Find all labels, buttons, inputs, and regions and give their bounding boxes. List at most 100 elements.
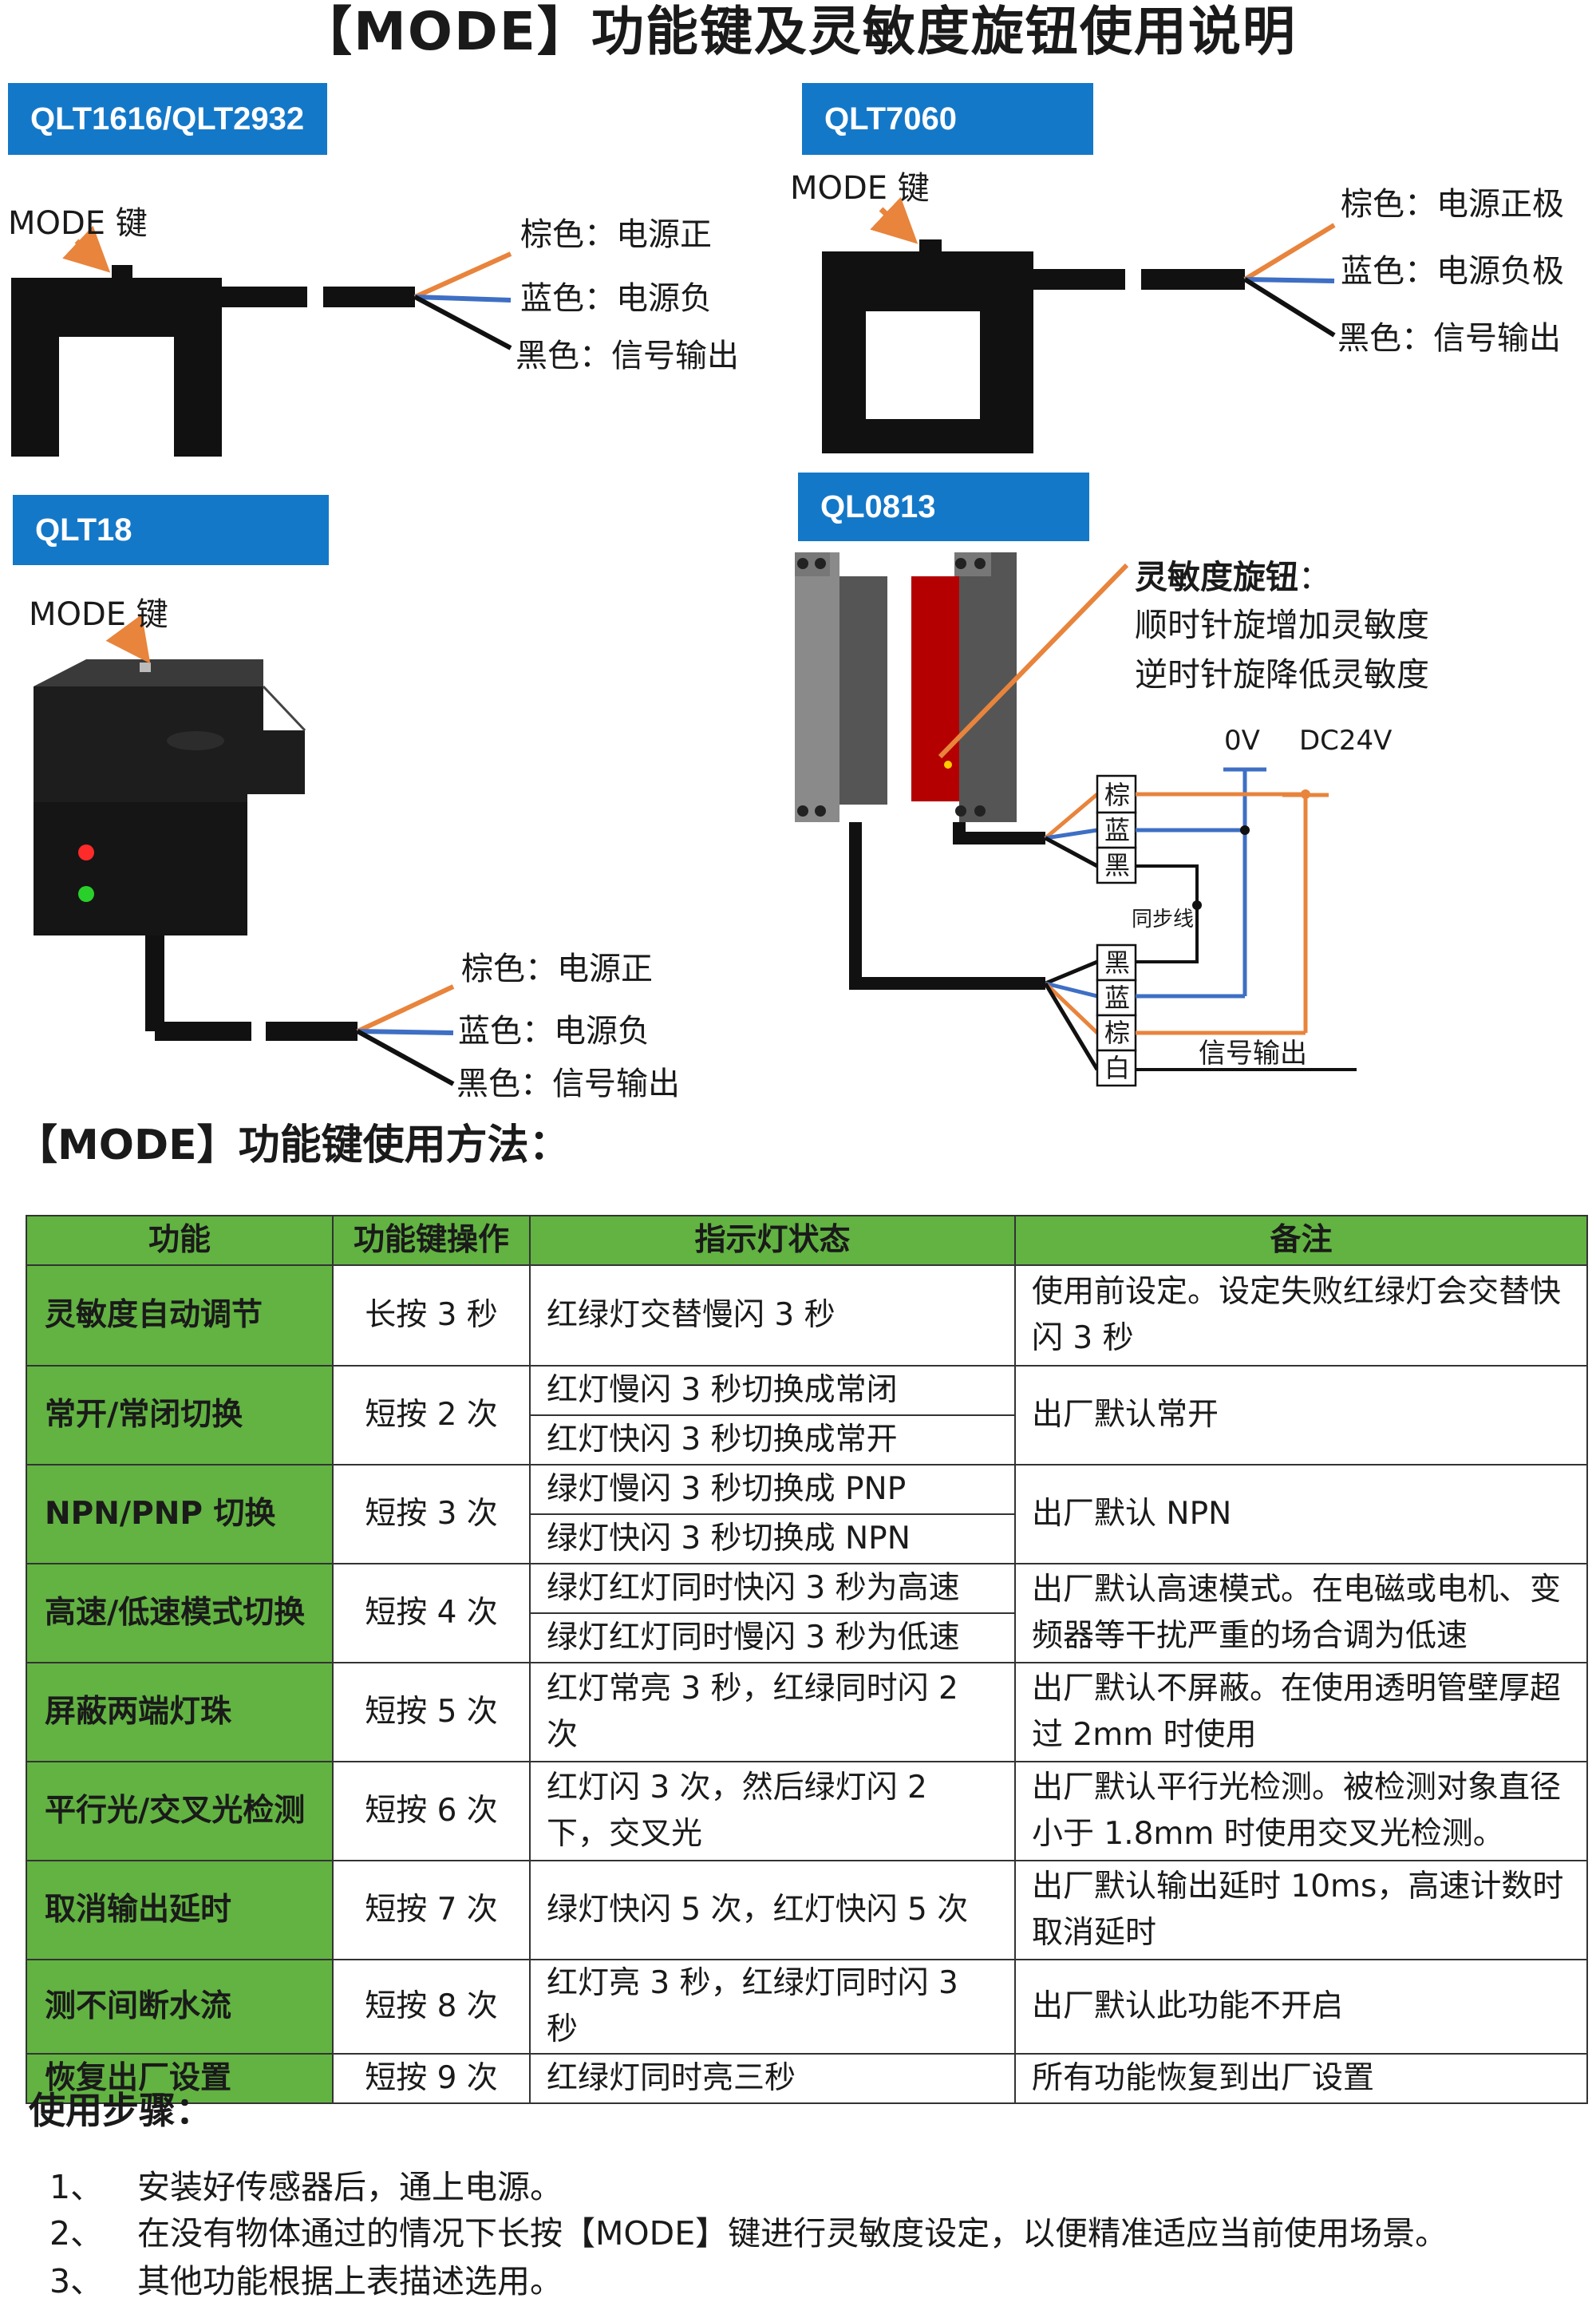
cell-indicator: 绿灯慢闪 3 秒切换成 PNP (529, 1464, 1016, 1515)
cell-indicator: 绿灯快闪 3 秒切换成 NPN (529, 1513, 1016, 1564)
step-item: 2、在没有物体通过的情况下长按【MODE】键进行灵敏度设定，以便精准适应当前使用… (49, 2211, 1448, 2256)
step-text: 在没有物体通过的情况下长按【MODE】键进行灵敏度设定，以便精准适应当前使用场景… (137, 2214, 1448, 2253)
cell-indicator: 绿灯快闪 5 次，红灯快闪 5 次 (529, 1860, 1016, 1960)
cell-indicator: 红灯快闪 3 秒切换成常开 (529, 1414, 1016, 1465)
sync-line-label: 同步线 (1132, 908, 1195, 931)
signal-output-label: 信号输出 (1199, 1038, 1307, 1070)
cell-function: 恢复出厂设置 (26, 2053, 334, 2104)
cell-operation: 短按 7 次 (332, 1860, 531, 1960)
model-tag-qlt1616: QLT1616/QLT2932 (8, 83, 327, 155)
sensitivity-knob-title: 灵敏度旋钮： (1135, 552, 1331, 602)
sensor-diagrams (11, 196, 1357, 1087)
qlt7060-mode-key-label: MODE 键 (790, 170, 930, 207)
cell-indicator: 红灯常亮 3 秒，红绿同时闪 2 次 (529, 1662, 1016, 1762)
table-row: NPN/PNP 切换 短按 3 次 绿灯慢闪 3 秒切换成 PNP 出厂默认 N… (26, 1464, 1588, 1564)
cell-indicator: 红灯慢闪 3 秒切换成常闭 (529, 1365, 1016, 1416)
cell-note: 出厂默认输出延时 10ms，高速计数时取消延时 (1014, 1860, 1588, 1960)
model-tag-ql0813: QL0813 (798, 473, 1089, 541)
cell-note: 所有功能恢复到出厂设置 (1014, 2053, 1588, 2104)
cell-operation: 短按 2 次 (332, 1365, 531, 1465)
cell-note: 出厂默认不屏蔽。在使用透明管壁厚超过 2mm 时使用 (1014, 1662, 1588, 1762)
table-row: 平行光/交叉光检测 短按 6 次 红灯闪 3 次，然后绿灯闪 2 下，交叉光 出… (26, 1761, 1588, 1861)
mode-function-table: 功能 功能键操作 指示灯状态 备注 灵敏度自动调节 长按 3 秒 红绿灯交替慢闪… (26, 1215, 1588, 2104)
cell-indicator: 红灯闪 3 次，然后绿灯闪 2 下，交叉光 (529, 1761, 1016, 1861)
cell-operation: 短按 8 次 (332, 1959, 531, 2055)
terminal-bottom-blue: 蓝 (1104, 983, 1130, 1013)
table-row: 绿灯红灯同时慢闪 3 秒为低速 (26, 1612, 1587, 1663)
qlt7060-wire-blue-label: 蓝色：电源负极 (1341, 253, 1564, 290)
cell-note: 使用前设定。设定失败红绿灯会交替快闪 3 秒 (1014, 1264, 1588, 1367)
model-tag-qlt7060: QLT7060 (802, 83, 1093, 155)
model-tag-qlt18: QLT18 (13, 495, 329, 565)
qlt1616-wire-black-label: 黑色：信号输出 (516, 338, 739, 374)
cell-operation: 短按 5 次 (332, 1662, 531, 1762)
cell-function: 取消输出延时 (26, 1860, 334, 1960)
table-row: 屏蔽两端灯珠 短按 5 次 红灯常亮 3 秒，红绿同时闪 2 次 出厂默认不屏蔽… (26, 1662, 1588, 1762)
header-function: 功能 (26, 1215, 334, 1266)
cell-note: 出厂默认平行光检测。被检测对象直径小于 1.8mm 时使用交叉光检测。 (1014, 1761, 1588, 1861)
cell-operation: 短按 3 次 (332, 1464, 531, 1564)
terminal-bottom-white: 白 (1104, 1053, 1130, 1083)
cell-function: 屏蔽两端灯珠 (26, 1662, 334, 1762)
qlt7060-sensor-drawing (822, 196, 1336, 453)
cell-indicator: 红绿灯交替慢闪 3 秒 (529, 1264, 1016, 1367)
cell-indicator: 红灯亮 3 秒，红绿灯同时闪 3 秒 (529, 1959, 1016, 2055)
table-row: 红灯快闪 3 秒切换成常开 (26, 1414, 1587, 1465)
cell-indicator: 绿灯红灯同时快闪 3 秒为高速 (529, 1563, 1016, 1614)
table-row: 灵敏度自动调节 长按 3 秒 红绿灯交替慢闪 3 秒 使用前设定。设定失败红绿灯… (26, 1264, 1588, 1367)
step-number: 1、 (49, 2168, 104, 2206)
qlt7060-wire-brown-label: 棕色：电源正极 (1341, 186, 1564, 223)
qlt18-sensor-drawing (34, 614, 455, 1086)
cell-function: 高速/低速模式切换 (26, 1563, 334, 1663)
cell-operation: 短按 6 次 (332, 1761, 531, 1861)
sensitivity-knob-title-text: 灵敏度旋钮 (1135, 558, 1298, 596)
terminal-bottom-brown: 棕 (1104, 1018, 1130, 1048)
terminal-top-black: 黑 (1104, 850, 1130, 880)
table-header-row: 功能 功能键操作 指示灯状态 备注 (26, 1215, 1588, 1266)
cell-operation: 长按 3 秒 (332, 1264, 531, 1367)
qlt1616-sensor-drawing (11, 225, 512, 457)
knob-clockwise-text: 顺时针旋增加灵敏度 (1135, 606, 1429, 644)
cell-note: 出厂默认 NPN (1014, 1464, 1588, 1564)
dc24v-label: DC24V (1299, 725, 1393, 757)
cell-function: 平行光/交叉光检测 (26, 1761, 334, 1861)
table-row: 测不间断水流 短按 8 次 红灯亮 3 秒，红绿灯同时闪 3 秒 出厂默认此功能… (26, 1959, 1588, 2055)
header-note: 备注 (1014, 1215, 1588, 1266)
step-item: 3、其他功能根据上表描述选用。 (49, 2259, 563, 2304)
steps-heading: 使用步骤： (29, 2089, 212, 2132)
step-item: 1、安装好传感器后，通上电源。 (49, 2165, 563, 2209)
header-indicator: 指示灯状态 (529, 1215, 1016, 1266)
qlt18-wire-brown-label: 棕色：电源正 (461, 951, 653, 987)
table-row: 绿灯快闪 3 秒切换成 NPN (26, 1513, 1587, 1564)
page-title: 【MODE】功能键及灵敏度旋钮使用说明 (299, 1, 1297, 62)
cell-note: 出厂默认常开 (1014, 1365, 1588, 1465)
qlt1616-wire-brown-label: 棕色：电源正 (520, 216, 712, 253)
cell-operation: 短按 4 次 (332, 1563, 531, 1663)
table-row: 恢复出厂设置 短按 9 次 红绿灯同时亮三秒 所有功能恢复到出厂设置 (26, 2053, 1588, 2104)
step-text: 其他功能根据上表描述选用。 (137, 2262, 563, 2300)
qlt18-wire-blue-label: 蓝色：电源负 (458, 1013, 650, 1050)
qlt1616-mode-key-label: MODE 键 (8, 205, 148, 242)
sensitivity-knob-colon: ： (1298, 558, 1331, 596)
qlt7060-wire-black-label: 黑色：信号输出 (1337, 320, 1561, 357)
terminal-top-brown: 棕 (1104, 780, 1130, 810)
cell-function: 常开/常闭切换 (26, 1365, 334, 1465)
header-operation: 功能键操作 (332, 1215, 531, 1266)
cell-indicator: 红绿灯同时亮三秒 (529, 2053, 1016, 2104)
qlt1616-wire-blue-label: 蓝色：电源负 (520, 280, 712, 317)
step-number: 3、 (49, 2262, 104, 2300)
cell-function: 灵敏度自动调节 (26, 1264, 334, 1367)
cell-indicator: 绿灯红灯同时慢闪 3 秒为低速 (529, 1612, 1016, 1663)
cell-function: NPN/PNP 切换 (26, 1464, 334, 1564)
table-row: 常开/常闭切换 短按 2 次 红灯慢闪 3 秒切换成常闭 出厂默认常开 (26, 1365, 1588, 1465)
table-row: 高速/低速模式切换 短按 4 次 绿灯红灯同时快闪 3 秒为高速 出厂默认高速模… (26, 1563, 1588, 1663)
qlt18-mode-key-label: MODE 键 (29, 596, 168, 633)
step-text: 安装好传感器后，通上电源。 (137, 2168, 563, 2206)
cell-function: 测不间断水流 (26, 1959, 334, 2055)
step-number: 2、 (49, 2214, 104, 2253)
usage-heading: 【MODE】功能键使用方法： (16, 1121, 571, 1169)
cell-note: 出厂默认此功能不开启 (1014, 1959, 1588, 2055)
zero-volt-label: 0V (1224, 725, 1260, 757)
cell-operation: 短按 9 次 (332, 2053, 531, 2104)
knob-counterclockwise-text: 逆时针旋降低灵敏度 (1135, 655, 1429, 694)
